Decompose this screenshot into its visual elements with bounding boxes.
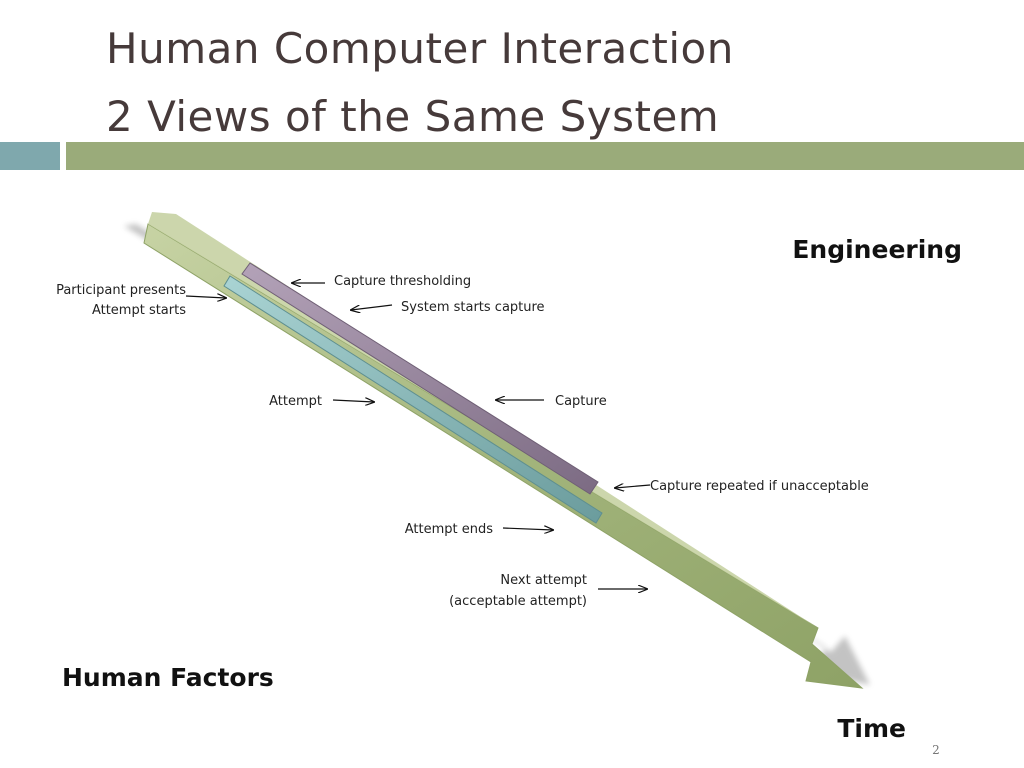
label-next-attempt-line-1: Next attempt: [500, 573, 587, 588]
human-factors-label: Human Factors: [62, 663, 274, 692]
arrow-system-starts-capture: [351, 304, 393, 310]
label-attempt-ends: Attempt ends: [405, 522, 493, 537]
label-attempt-starts: Attempt starts: [92, 303, 186, 318]
slide-title-line-1: Human Computer Interaction: [106, 24, 734, 73]
label-next-attempt-line-2: (acceptable attempt): [449, 594, 587, 609]
title-divider-right: [66, 142, 1024, 170]
capture-bar: [241, 262, 599, 495]
slide-title-line-2: 2 Views of the Same System: [106, 92, 720, 141]
attempt-bar: [223, 275, 603, 524]
engineering-label: Engineering: [792, 235, 962, 264]
label-capture-repeated: Capture repeated if unacceptable: [650, 479, 869, 494]
arrow-capture-repeated: [615, 485, 651, 488]
label-attempt: Attempt: [269, 394, 322, 409]
arrow-attempt: [332, 400, 374, 402]
arrow-attempt-ends: [502, 528, 553, 530]
annotation-arrows: [185, 283, 651, 589]
page-number: 2: [932, 743, 940, 757]
time-label: Time: [837, 714, 906, 743]
label-capture: Capture: [555, 394, 607, 409]
label-capture-thresholding: Capture thresholding: [334, 274, 471, 289]
label-participant-presents: Participant presents: [56, 283, 186, 298]
label-system-starts-capture: System starts capture: [401, 300, 545, 315]
title-divider-left: [0, 142, 60, 170]
arrow-participant-presents: [185, 296, 226, 298]
